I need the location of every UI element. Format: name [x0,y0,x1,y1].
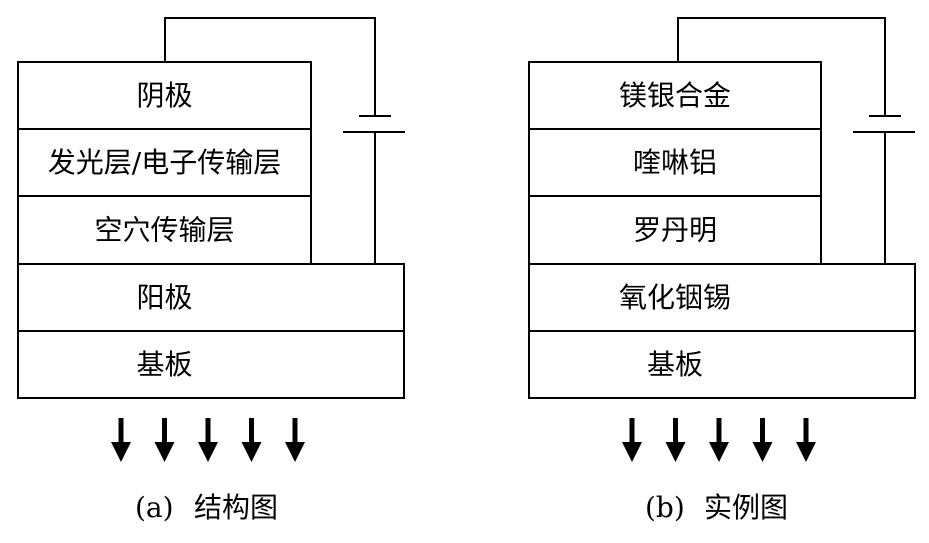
layer-label-anode-b: 氧化铟锡 [619,281,731,314]
arrow-head [752,442,773,462]
layer-anode-b [528,263,916,332]
emission-arrows-a [111,418,305,462]
arrow-head [241,442,262,462]
arrow-head [796,442,816,462]
arrow-head [198,442,218,462]
layer-label-emissive-a: 发光层/电子传输层 [48,146,281,179]
panel-a: 阴极 发光层/电子传输层 空穴传输层 阳极 基板 (a) 结构图 [17,17,405,524]
arrow-head [285,442,305,462]
down-arrow-icon [665,418,686,462]
layer-label-substrate-a: 基板 [136,348,192,381]
arrow-head [154,442,175,462]
layer-label-cathode-b: 镁银合金 [619,79,731,112]
layer-label-emissive-b: 喹啉铝 [633,146,717,179]
down-arrow-icon [796,418,816,462]
arrow-head [622,442,642,462]
layer-substrate-b [528,330,916,399]
caption-label-b: (b) [645,491,685,524]
down-arrow-icon [285,418,305,462]
down-arrow-icon [198,418,218,462]
layer-label-substrate-b: 基板 [647,348,703,381]
panel-b: 镁银合金 喹啉铝 罗丹明 氧化铟锡 基板 (b) 实例图 [528,17,916,524]
down-arrow-icon [111,418,131,462]
layer-substrate-a [17,330,405,399]
layer-label-hole-transport-b: 罗丹明 [633,214,717,247]
layer-hole-transport-a [17,195,312,265]
arrow-head [111,442,131,462]
down-arrow-icon [241,418,262,462]
caption-text-a: 结构图 [194,491,278,524]
down-arrow-icon [709,418,729,462]
down-arrow-icon [154,418,175,462]
layer-cathode-a [17,61,312,130]
arrow-head [709,442,729,462]
caption-label-a: (a) [135,491,174,524]
arrow-head [665,442,686,462]
layer-label-anode-a: 阳极 [136,281,192,314]
down-arrow-icon [752,418,773,462]
emission-arrows-b [622,418,816,462]
layer-emissive-b [528,128,822,197]
layer-label-cathode-a: 阴极 [136,79,192,112]
circuit-wire-a [164,17,376,116]
circuit-wire-b [677,17,886,116]
layer-anode-a [17,263,405,332]
caption-text-b: 实例图 [704,491,788,524]
down-arrow-icon [622,418,642,462]
layer-label-hole-transport-a: 空穴传输层 [94,214,234,247]
